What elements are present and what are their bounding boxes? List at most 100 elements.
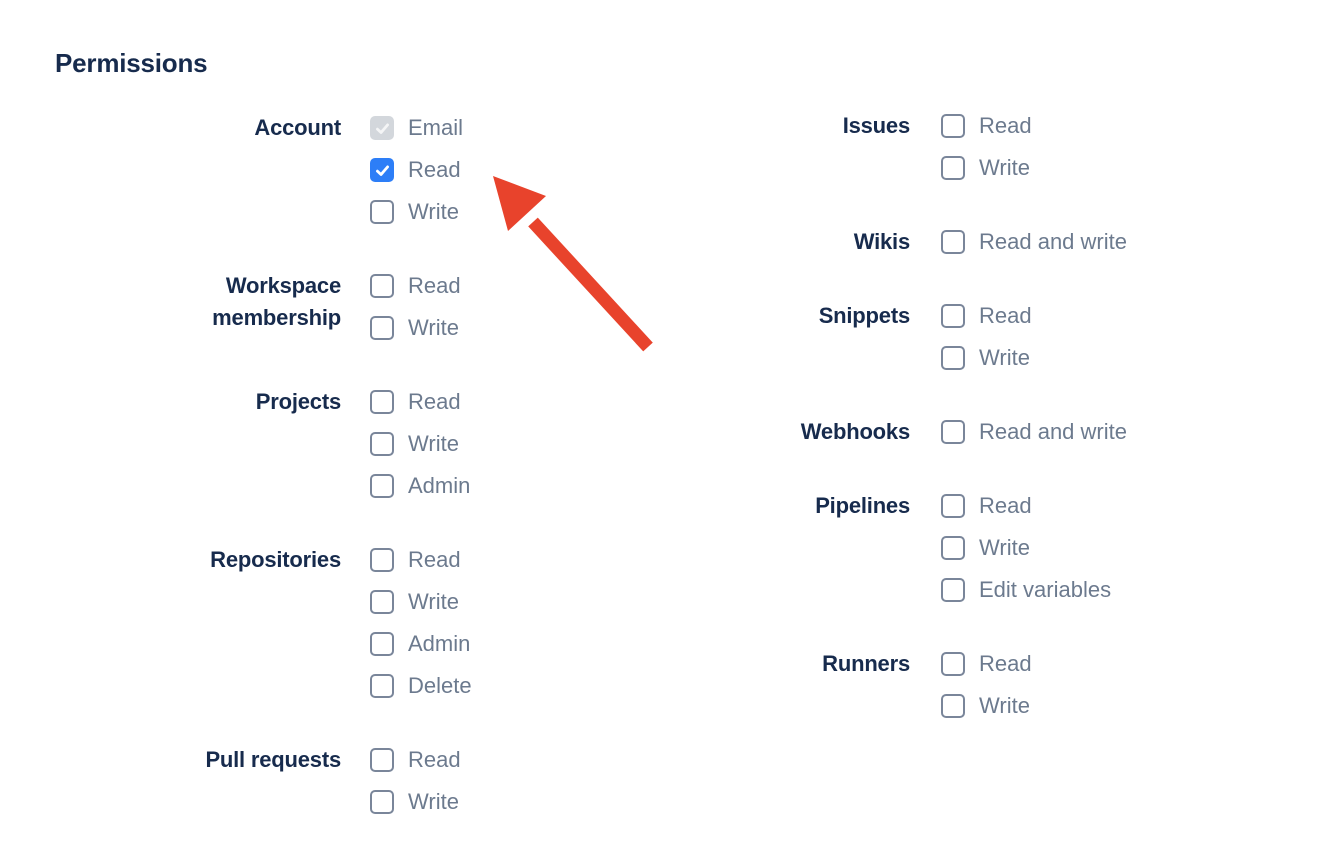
checkbox-option-repositories-admin[interactable]: Admin xyxy=(370,623,472,665)
checkbox-label: Read and write xyxy=(979,229,1127,254)
checkbox[interactable] xyxy=(370,474,394,498)
checkbox-label: Write xyxy=(979,535,1030,560)
checkbox-label: Write xyxy=(408,199,459,224)
permission-group-workspace-membership: Workspace membership Read Write xyxy=(151,265,472,349)
checkbox-label: Read xyxy=(408,747,461,772)
checkbox-option-pipelines-read[interactable]: Read xyxy=(941,485,1111,527)
checkbox-option-projects-admin[interactable]: Admin xyxy=(370,465,470,507)
permission-group-label: Account xyxy=(254,115,341,140)
checkbox-option-account-read[interactable]: Read xyxy=(370,149,463,191)
checkbox[interactable] xyxy=(941,114,965,138)
checkbox[interactable] xyxy=(941,304,965,328)
checkbox-option-workspace-membership-read[interactable]: Read xyxy=(370,265,461,307)
checkbox-label: Read xyxy=(979,493,1032,518)
checkbox[interactable] xyxy=(370,590,394,614)
permission-group-pipelines: Pipelines Read Write xyxy=(740,485,1127,611)
checkbox[interactable] xyxy=(941,652,965,676)
checkbox-option-snippets-read[interactable]: Read xyxy=(941,295,1032,337)
checkbox-label: Read xyxy=(979,651,1032,676)
checkbox[interactable] xyxy=(370,432,394,456)
checkbox-label: Delete xyxy=(408,673,472,698)
checkbox-option-repositories-read[interactable]: Read xyxy=(370,539,472,581)
checkbox-option-runners-write[interactable]: Write xyxy=(941,685,1032,727)
checkbox-option-workspace-membership-write[interactable]: Write xyxy=(370,307,461,349)
checkbox-option-wikis-read-and-write[interactable]: Read and write xyxy=(941,221,1127,263)
permission-group-projects: Projects Read Write xyxy=(151,381,472,507)
checkbox-label: Read and write xyxy=(979,419,1127,444)
checkbox-label: Read xyxy=(408,157,461,182)
permission-group-account: Account Email Read xyxy=(151,107,472,233)
checkbox-label: Write xyxy=(408,589,459,614)
checkbox-option-pull-requests-write[interactable]: Write xyxy=(370,781,461,823)
permission-group-label: Repositories xyxy=(210,547,341,572)
checkbox-option-pipelines-write[interactable]: Write xyxy=(941,527,1111,569)
checkbox-option-issues-write[interactable]: Write xyxy=(941,147,1032,189)
permission-group-repositories: Repositories Read Write xyxy=(151,539,472,707)
checkbox-option-repositories-write[interactable]: Write xyxy=(370,581,472,623)
checkbox-option-pipelines-edit-variables[interactable]: Edit variables xyxy=(941,569,1111,611)
check-icon xyxy=(375,165,389,176)
checkbox-label: Write xyxy=(408,315,459,340)
checkbox-option-snippets-write[interactable]: Write xyxy=(941,337,1032,379)
permission-group-pull-requests: Pull requests Read Write xyxy=(151,739,472,823)
checkbox[interactable] xyxy=(941,420,965,444)
checkbox-option-projects-read[interactable]: Read xyxy=(370,381,470,423)
permission-group-label: Pull requests xyxy=(205,747,341,772)
checkbox-label: Write xyxy=(408,431,459,456)
checkbox-label: Write xyxy=(979,693,1030,718)
checkbox-label: Read xyxy=(979,303,1032,328)
checkbox[interactable] xyxy=(370,790,394,814)
checkbox-label: Read xyxy=(408,547,461,572)
permission-group-label: Wikis xyxy=(853,229,910,254)
checkbox-label: Read xyxy=(979,113,1032,138)
checkbox[interactable] xyxy=(370,316,394,340)
checkbox[interactable] xyxy=(370,632,394,656)
checkbox[interactable] xyxy=(370,390,394,414)
checkbox-label: Read xyxy=(408,273,461,298)
checkbox-label: Admin xyxy=(408,631,471,656)
checkbox-option-webhooks-read-and-write[interactable]: Read and write xyxy=(941,411,1127,453)
checkbox[interactable] xyxy=(370,548,394,572)
permission-group-snippets: Snippets Read Write xyxy=(740,295,1127,379)
checkbox-option-account-email[interactable]: Email xyxy=(370,107,463,149)
checkbox-option-projects-write[interactable]: Write xyxy=(370,423,470,465)
permission-group-label: Pipelines xyxy=(815,493,910,518)
checkbox-label: Write xyxy=(979,155,1030,180)
checkbox[interactable] xyxy=(370,274,394,298)
checkbox[interactable] xyxy=(370,674,394,698)
permission-group-webhooks: Webhooks Read and write xyxy=(740,411,1127,453)
checkbox-label: Admin xyxy=(408,473,471,498)
checkbox[interactable] xyxy=(370,748,394,772)
checkbox[interactable] xyxy=(941,578,965,602)
checkbox-option-pull-requests-read[interactable]: Read xyxy=(370,739,461,781)
permission-group-label: Issues xyxy=(842,113,910,138)
permission-group-label: Projects xyxy=(255,389,341,414)
checkbox-label: Email xyxy=(408,115,464,140)
permission-group-wikis: Wikis Read and write xyxy=(740,221,1127,263)
checkbox-label: Write xyxy=(408,789,459,814)
permissions-column-left: Account Email Read xyxy=(151,107,472,844)
permission-group-label: Webhooks xyxy=(800,419,910,444)
permission-group-runners: Runners Read Write xyxy=(740,643,1127,727)
checkbox[interactable] xyxy=(941,156,965,180)
permission-group-label: Workspace membership xyxy=(212,273,341,330)
checkbox[interactable] xyxy=(941,230,965,254)
checkbox-label: Read xyxy=(408,389,461,414)
permissions-columns: Account Email Read xyxy=(55,107,1322,837)
permissions-column-right: Issues Read Write xyxy=(740,105,1127,759)
checkbox-option-repositories-delete[interactable]: Delete xyxy=(370,665,472,707)
checkbox[interactable] xyxy=(941,346,965,370)
checkbox[interactable] xyxy=(941,694,965,718)
checkbox[interactable] xyxy=(370,116,394,140)
check-icon xyxy=(375,123,389,134)
checkbox[interactable] xyxy=(941,494,965,518)
checkbox-option-issues-read[interactable]: Read xyxy=(941,105,1032,147)
checkbox[interactable] xyxy=(370,158,394,182)
checkbox[interactable] xyxy=(941,536,965,560)
checkbox[interactable] xyxy=(370,200,394,224)
checkbox-option-account-write[interactable]: Write xyxy=(370,191,463,233)
permission-group-label: Snippets xyxy=(818,303,911,328)
checkbox-option-runners-read[interactable]: Read xyxy=(941,643,1032,685)
checkbox-label: Edit variables xyxy=(979,577,1112,602)
